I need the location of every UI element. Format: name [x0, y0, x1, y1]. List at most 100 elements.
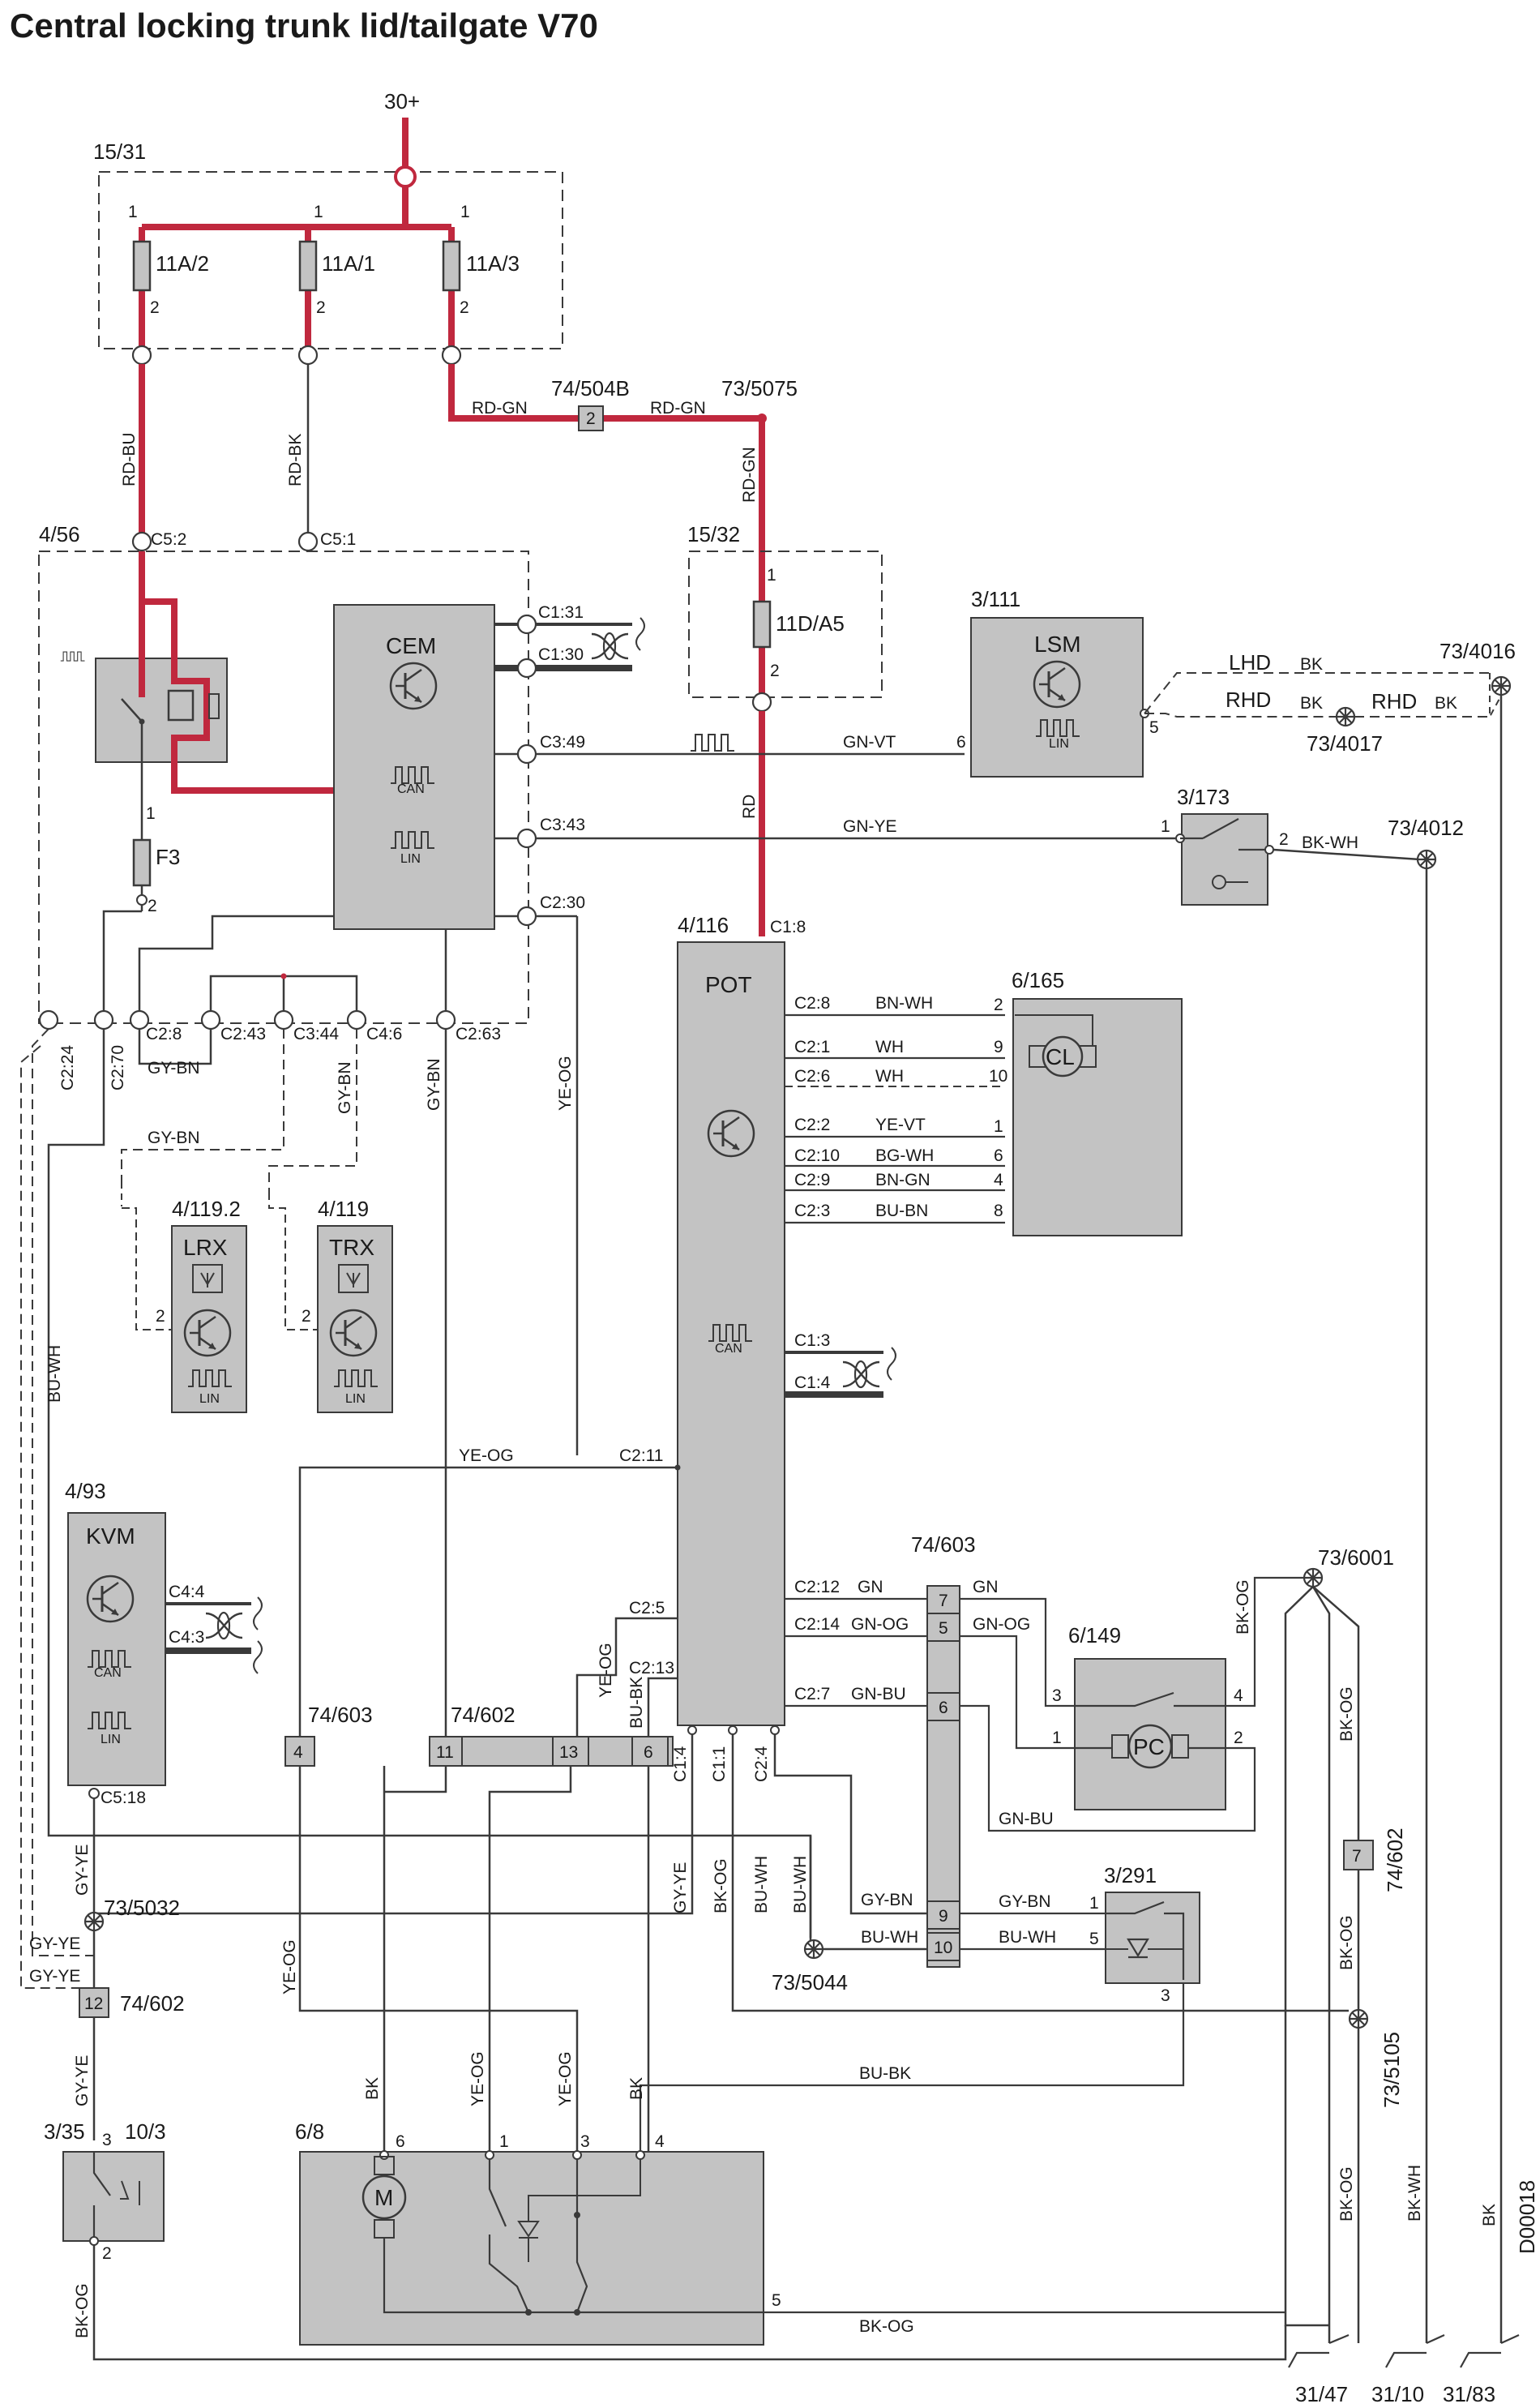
- conn-c3-43: C3:43: [540, 816, 585, 834]
- wire-rd-gn-label-1: RD-GN: [472, 399, 528, 418]
- svg-text:2: 2: [586, 409, 596, 428]
- connector-74-602-right: [1343, 1840, 1374, 1870]
- wire-bk-wh-label: BK-WH: [1302, 833, 1358, 852]
- connector-74-602: [429, 1736, 674, 1767]
- pot-c2-1: C2:1: [794, 1038, 830, 1056]
- wire-bk-lhd-label: BK: [1300, 655, 1323, 674]
- switch-173: [1181, 813, 1268, 906]
- trx-name: TRX: [329, 1235, 374, 1260]
- splice-73-4017: [1335, 706, 1356, 727]
- wire-gn-og-label-1: GN-OG: [851, 1615, 909, 1634]
- cl-id: 6/165: [1012, 968, 1064, 992]
- ground-symbols: [1288, 2333, 1520, 2368]
- wire-gy-bn-label-3: GY-BN: [336, 1061, 354, 1114]
- conn-c3-49: C3:49: [540, 733, 585, 752]
- wire-lhd-label: LHD: [1229, 650, 1271, 675]
- splice-73-5105: [1348, 2008, 1369, 2029]
- wire-ye-og-label-4: YE-OG: [597, 1643, 615, 1698]
- lsm-id: 3/111: [971, 587, 1020, 611]
- switch-35-alt: 10/3: [125, 2119, 166, 2144]
- fuse-11a2-label: 11A/2: [156, 251, 209, 276]
- wire-bn-gn-label: BN-GN: [875, 1171, 930, 1189]
- svg-text:7: 7: [1352, 1847, 1362, 1866]
- svg-text:9: 9: [994, 1038, 1003, 1056]
- conn-c2-24: C2:24: [58, 1045, 77, 1090]
- ground-31-10: 31/10: [1371, 2382, 1424, 2406]
- wire-bk-wh-ground-label: BK-WH: [1405, 2165, 1424, 2222]
- wire-gy-bn-label-6: GY-BN: [999, 1892, 1051, 1911]
- splice-74-602-label: 74/602: [451, 1703, 515, 1727]
- switch-35-id: 3/35: [44, 2119, 85, 2144]
- svg-text:10: 10: [989, 1067, 1007, 1086]
- pot-c1-4: C1:4: [794, 1373, 831, 1392]
- fuse-11d-pin-in: 1: [767, 566, 776, 585]
- wire-bu-wh-label: BU-WH: [45, 1345, 64, 1403]
- splice-73-4012: [1416, 849, 1437, 870]
- wire-bk-ground-label: BK: [1480, 2204, 1499, 2226]
- kvm-name: KVM: [86, 1523, 135, 1549]
- cl-name: CL: [1046, 1044, 1075, 1069]
- wire-gy-ye-label-5: GY-YE: [73, 2055, 92, 2106]
- wire-gy-ye-label-2: GY-YE: [671, 1862, 690, 1913]
- pot-c2-14: C2:14: [794, 1615, 840, 1634]
- wire-bu-bk-label-2: BU-BK: [859, 2064, 911, 2083]
- kvm-c5-18: C5:18: [101, 1789, 146, 1807]
- svg-text:4: 4: [293, 1743, 303, 1762]
- splice-73-4017-label: 73/4017: [1307, 731, 1383, 756]
- svg-text:5: 5: [772, 2291, 781, 2310]
- pot-c2-9: C2:9: [794, 1171, 830, 1189]
- wire-gn-vt-label: GN-VT: [843, 733, 896, 752]
- fusebox-d-id: 15/32: [687, 522, 740, 546]
- wire-gn-label-2: GN: [973, 1578, 999, 1596]
- pot-c1-4-bottom: C1:4: [671, 1746, 690, 1782]
- wire-bn-wh-label: BN-WH: [875, 994, 933, 1013]
- conn-c2-8: C2:8: [146, 1025, 182, 1043]
- pot-module: [677, 941, 785, 1726]
- motor-module: [299, 2151, 764, 2346]
- splice-74-602-right-label: 74/602: [1383, 1827, 1407, 1892]
- fuse-11a1: 1 11A/1 2: [298, 203, 375, 357]
- wire-wh-label-1: WH: [875, 1038, 904, 1056]
- ground-31-83: 31/83: [1443, 2382, 1495, 2406]
- conn-c2-43: C2:43: [220, 1025, 266, 1043]
- splice-73-5105-label: 73/5105: [1380, 2032, 1404, 2108]
- pot-c1-1-bottom: C1:1: [710, 1746, 729, 1782]
- svg-text:1: 1: [1089, 1894, 1099, 1913]
- wire-bk-og-label-2: BK-OG: [1234, 1579, 1252, 1635]
- svg-text:3: 3: [580, 2132, 590, 2151]
- switch-35: [62, 2151, 165, 2242]
- cem-lin-label: LIN: [400, 852, 421, 866]
- fuse-11d-pin-out: 2: [770, 662, 780, 680]
- wire-gn-bu-label-2: GN-BU: [999, 1810, 1054, 1828]
- wire-gy-ye-label-1: GY-YE: [73, 1845, 92, 1896]
- lrx-name: LRX: [183, 1235, 228, 1260]
- kvm-c4-4: C4:4: [169, 1583, 205, 1601]
- wire-bk-og-label-1: BK-OG: [712, 1858, 730, 1913]
- wire-rd-bk-label: RD-BK: [286, 434, 305, 486]
- splice-73-6001: [1303, 1567, 1324, 1588]
- conn-c5-2: C5:2: [151, 530, 186, 549]
- doc-code: D00018: [1515, 2180, 1539, 2254]
- wire-bu-wh-label-2: BU-WH: [752, 1856, 771, 1913]
- pot-c2-7: C2:7: [794, 1685, 830, 1703]
- svg-text:6: 6: [956, 733, 966, 752]
- splice-73-5044-label: 73/5044: [772, 1970, 848, 1995]
- diagram-title: Central locking trunk lid/tailgate V70: [10, 6, 598, 45]
- fuse-f3: [132, 838, 152, 887]
- svg-text:1: 1: [146, 804, 156, 823]
- wire-rd-gn: [448, 364, 765, 697]
- wire-bk-og-label-6: BK-OG: [73, 2283, 92, 2338]
- svg-text:1: 1: [1161, 817, 1170, 836]
- svg-text:2: 2: [102, 2244, 112, 2263]
- svg-text:2: 2: [1279, 830, 1289, 849]
- wire-gy-bn-label-1: GY-BN: [148, 1059, 200, 1078]
- conn-c3-44: C3:44: [293, 1025, 339, 1043]
- fuse-f3-label: F3: [156, 845, 180, 869]
- fuse-11a3-pin-in: 1: [460, 203, 470, 221]
- lrx-module: [171, 1225, 247, 1413]
- wire-ye-og-label-6: YE-OG: [556, 2051, 575, 2106]
- kvm-can: CAN: [94, 1666, 122, 1680]
- pot-c2-8: C2:8: [794, 994, 830, 1013]
- svg-text:2: 2: [148, 897, 157, 915]
- svg-text:2: 2: [302, 1307, 311, 1326]
